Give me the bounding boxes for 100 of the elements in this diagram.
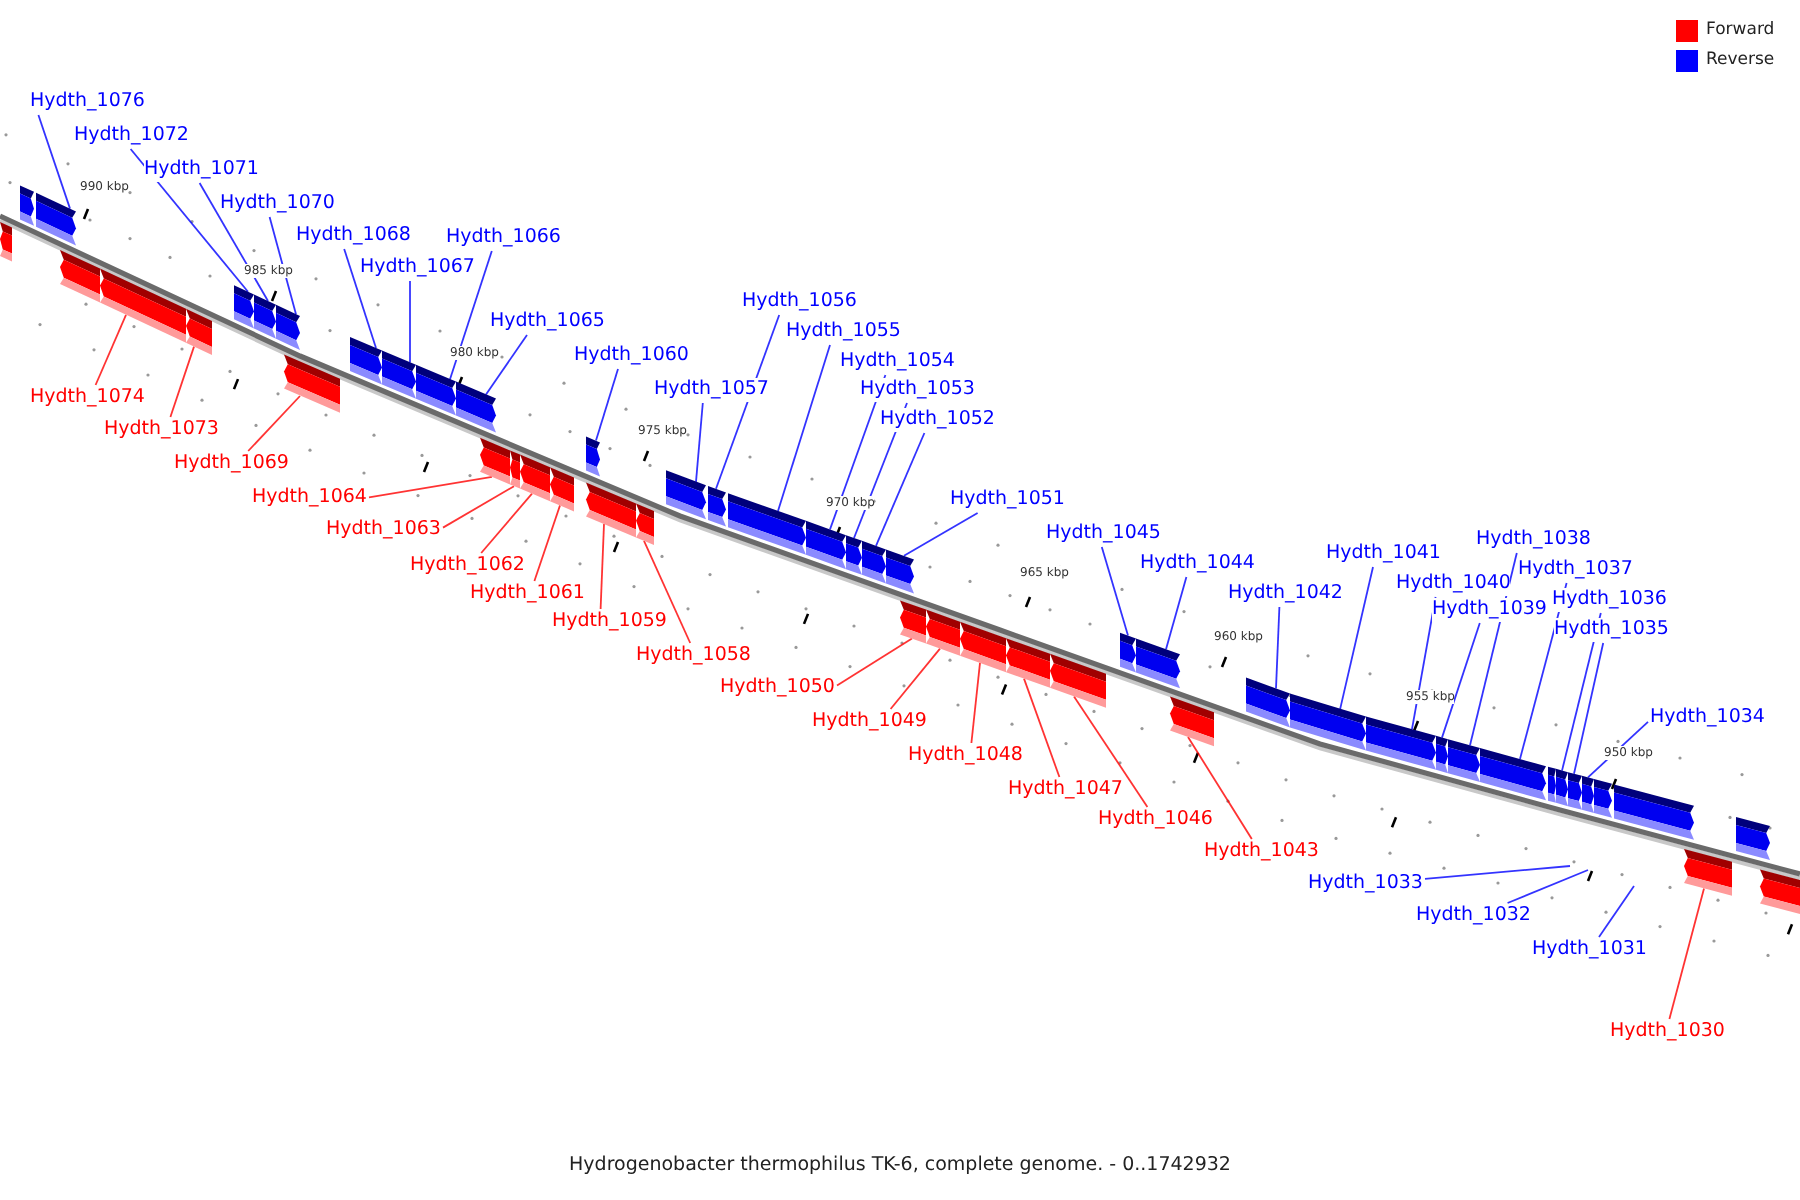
- leader-line: [247, 395, 301, 452]
- gene-label: Hydth_1038: [1476, 528, 1591, 552]
- gene-label: Hydth_1076: [30, 90, 145, 114]
- leader-line: [875, 432, 926, 547]
- leader-line: [903, 512, 979, 557]
- gene-bar: [510, 450, 520, 489]
- leader-line: [37, 114, 71, 210]
- gene-label: Hydth_1047: [1008, 778, 1123, 802]
- gene-label: Hydth_1037: [1518, 558, 1633, 582]
- leader-line: [1100, 546, 1129, 637]
- gene-bar: [846, 535, 862, 575]
- gene-label: Hydth_1034: [1650, 706, 1765, 730]
- leader-line: [533, 504, 561, 582]
- gene-bar: [1448, 739, 1480, 782]
- gene-label: Hydth_1053: [860, 378, 975, 402]
- leader-line: [409, 280, 411, 364]
- leader-line: [889, 647, 941, 710]
- gene-label: Hydth_1056: [742, 290, 857, 314]
- gene-label: Hydth_1071: [144, 158, 259, 182]
- leader-line: [198, 182, 269, 302]
- gene-label: Hydth_1033: [1308, 872, 1423, 896]
- gene-label: Hydth_1066: [446, 226, 561, 250]
- gene-bar: [20, 185, 34, 226]
- leader-line: [485, 334, 528, 396]
- gene-bar: [1246, 677, 1290, 728]
- leader-line: [643, 539, 692, 644]
- gene-label: Hydth_1054: [840, 350, 955, 374]
- gene-label: Hydth_1030: [1610, 1020, 1725, 1044]
- gene-label: Hydth_1045: [1046, 522, 1161, 546]
- gene-bar: [1050, 653, 1106, 708]
- gene-bar: [1594, 779, 1612, 818]
- gene-bar: [586, 482, 636, 538]
- gene-bar: [862, 540, 886, 584]
- gene-label: Hydth_1055: [786, 320, 901, 344]
- gene-bar: [1548, 766, 1556, 803]
- gene-bar: [186, 308, 212, 355]
- gene-bar: [586, 436, 600, 477]
- gene-bar: [708, 486, 726, 527]
- leader-line: [480, 492, 533, 554]
- gene-label: Hydth_1067: [360, 256, 475, 280]
- leader-line: [1275, 606, 1281, 690]
- gene-label: Hydth_1063: [326, 518, 441, 542]
- gene-bar: [520, 454, 550, 502]
- caption: Hydrogenobacter thermophilus TK-6, complete genome. - 0..1742932: [569, 1154, 1231, 1176]
- leader-line: [94, 313, 127, 386]
- gene-label: Hydth_1049: [812, 710, 927, 734]
- leader-line: [1506, 869, 1589, 904]
- gene-bar: [1736, 817, 1770, 860]
- leader-line: [442, 485, 515, 529]
- leader-line: [1023, 677, 1061, 778]
- gene-bar: [926, 609, 960, 656]
- gene-bar: [1136, 638, 1180, 689]
- gene-label: Hydth_1031: [1532, 938, 1647, 962]
- gene-label: Hydth_1068: [296, 224, 411, 248]
- gene-bar: [1582, 775, 1594, 813]
- gene-bar: [1614, 784, 1694, 840]
- leader-line: [970, 661, 981, 744]
- leader-line: [1573, 642, 1605, 775]
- gene-bar: [636, 503, 654, 545]
- leader-line: [268, 216, 297, 316]
- leader-line: [599, 523, 605, 610]
- gene-bar: [1006, 638, 1050, 688]
- gene-bar: [1556, 768, 1568, 807]
- leader-line: [343, 248, 377, 349]
- leader-line: [1598, 885, 1635, 938]
- gene-bar: [0, 222, 12, 262]
- leader-line: [777, 344, 831, 512]
- gene-bar: [36, 192, 76, 246]
- gene-label: Hydth_1035: [1554, 618, 1669, 642]
- gene-bar: [100, 268, 186, 343]
- gene-bar: [728, 493, 806, 555]
- gene-label: Hydth_1069: [174, 452, 289, 476]
- gene-label: Hydth_1044: [1140, 552, 1255, 576]
- gene-bar: [1760, 869, 1800, 917]
- gene-label: Hydth_1032: [1416, 904, 1531, 928]
- leader-line: [1073, 695, 1149, 808]
- gene-label: Hydth_1061: [470, 582, 585, 606]
- gene-label: Hydth_1072: [74, 124, 189, 148]
- leader-line: [1339, 566, 1374, 711]
- gene-bar: [284, 354, 340, 413]
- leader-line: [1441, 622, 1481, 739]
- gene-label: Hydth_1059: [552, 610, 667, 634]
- leader-line: [595, 368, 619, 442]
- gene-bar: [350, 337, 382, 385]
- gene-bar: [60, 250, 100, 303]
- gene-bar: [900, 600, 926, 644]
- gene-bar: [550, 467, 574, 512]
- gene-label: Hydth_1057: [654, 378, 769, 402]
- gene-label: Hydth_1074: [30, 386, 145, 410]
- gene-bar: [1366, 716, 1436, 770]
- gene-label: Hydth_1050: [720, 676, 835, 700]
- gene-bar: [1568, 772, 1582, 810]
- gene-label: Hydth_1048: [908, 744, 1023, 768]
- gene-label: Hydth_1052: [880, 408, 995, 432]
- leader-line: [836, 637, 913, 687]
- gene-label: Hydth_1073: [104, 418, 219, 442]
- gene-label: Hydth_1058: [636, 644, 751, 668]
- gene-bar: [480, 437, 510, 485]
- legend-label: Reverse: [1706, 50, 1775, 72]
- gene-bar: [276, 304, 300, 350]
